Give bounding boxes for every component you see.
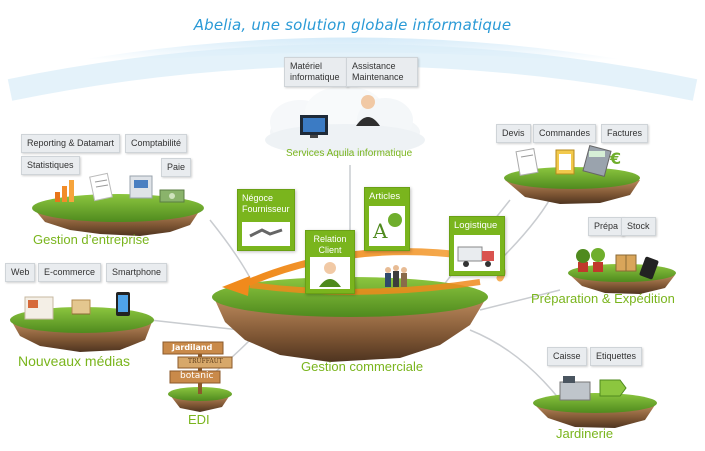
label-gestion-entreprise: Gestion d’entreprise (33, 232, 150, 247)
money-icon (159, 189, 185, 203)
tag-statistiques: Statistiques (21, 156, 80, 175)
label-nouveaux-medias: Nouveaux médias (18, 353, 131, 369)
website-icon (24, 296, 54, 320)
tag-reporting-datamart: Reporting & Datamart (21, 134, 121, 153)
tag-paie: Paie (161, 158, 192, 177)
tablet-icon (639, 256, 659, 280)
handshake-icon (242, 222, 290, 246)
computer-icon (300, 115, 328, 138)
plant-icon (576, 248, 605, 272)
calculator-icon (582, 144, 612, 178)
edi-signpost (162, 341, 233, 394)
label-gestion-commerciale: Gestion commerciale (301, 359, 424, 374)
people-icon (385, 265, 407, 287)
services-cloud (265, 86, 425, 156)
cart-icon (71, 299, 91, 315)
tag-factures: Factures (601, 124, 649, 143)
diagram-title: Abelia, une solution globale informatiqu… (193, 16, 512, 34)
box-icon (129, 175, 153, 199)
truck-icon (454, 235, 500, 271)
sign-botanic: botanic (180, 371, 214, 381)
package-icon (615, 254, 637, 272)
article-plant-icon: A (369, 206, 405, 246)
tag-materiel-informatique: Matériel informatique (284, 57, 348, 87)
cash-register-icon (559, 376, 591, 401)
tag-e-commerce: E-commerce (38, 263, 102, 282)
tag-assistance-maintenance: Assistance Maintenance (346, 57, 418, 87)
card-relation-client: Relation Client (305, 230, 355, 294)
svg-text:A: A (372, 219, 388, 243)
tag-caisse: Caisse (547, 347, 587, 366)
chart-icon (55, 180, 74, 202)
tag-web: Web (5, 263, 36, 282)
tag-stock: Stock (621, 217, 656, 236)
card-negoce-label: Négoce Fournisseur (242, 193, 290, 214)
sign-jardiland: Jardiland (172, 343, 213, 352)
card-logistique: Logistique (449, 216, 505, 276)
card-negoce-fournisseur: Négoce Fournisseur (237, 189, 295, 251)
document-icon (89, 172, 113, 202)
label-edi: EDI (188, 412, 210, 427)
card-logistique-label: Logistique (454, 220, 498, 231)
tag-devis: Devis (496, 124, 531, 143)
card-articles-label: Articles (369, 191, 401, 202)
sign-truffaut: TRUFFAUT (188, 358, 223, 365)
support-person-icon (356, 95, 380, 126)
tag-etiquettes: Etiquettes (590, 347, 643, 366)
euro-icon: € (609, 149, 621, 168)
label-tag-icon (599, 379, 627, 397)
tag-commandes: Commandes (533, 124, 597, 143)
client-icon (310, 257, 350, 289)
smartphone-icon (116, 292, 130, 316)
svg-text:€: € (609, 149, 621, 168)
clipboard-icon (555, 149, 575, 175)
services-label: Services Aquila informatique (286, 148, 413, 159)
tag-smartphone: Smartphone (106, 263, 168, 282)
label-preparation-expedition: Préparation & Expédition (531, 291, 675, 306)
invoice-icon (515, 148, 539, 176)
tag-comptabilite: Comptabilité (125, 134, 188, 153)
island-jardinerie (533, 393, 657, 428)
card-articles: Articles A (364, 187, 410, 251)
card-relation-label: Relation Client (313, 234, 347, 255)
label-jardinerie: Jardinerie (556, 426, 614, 441)
tag-prepa: Prépa (588, 217, 625, 236)
